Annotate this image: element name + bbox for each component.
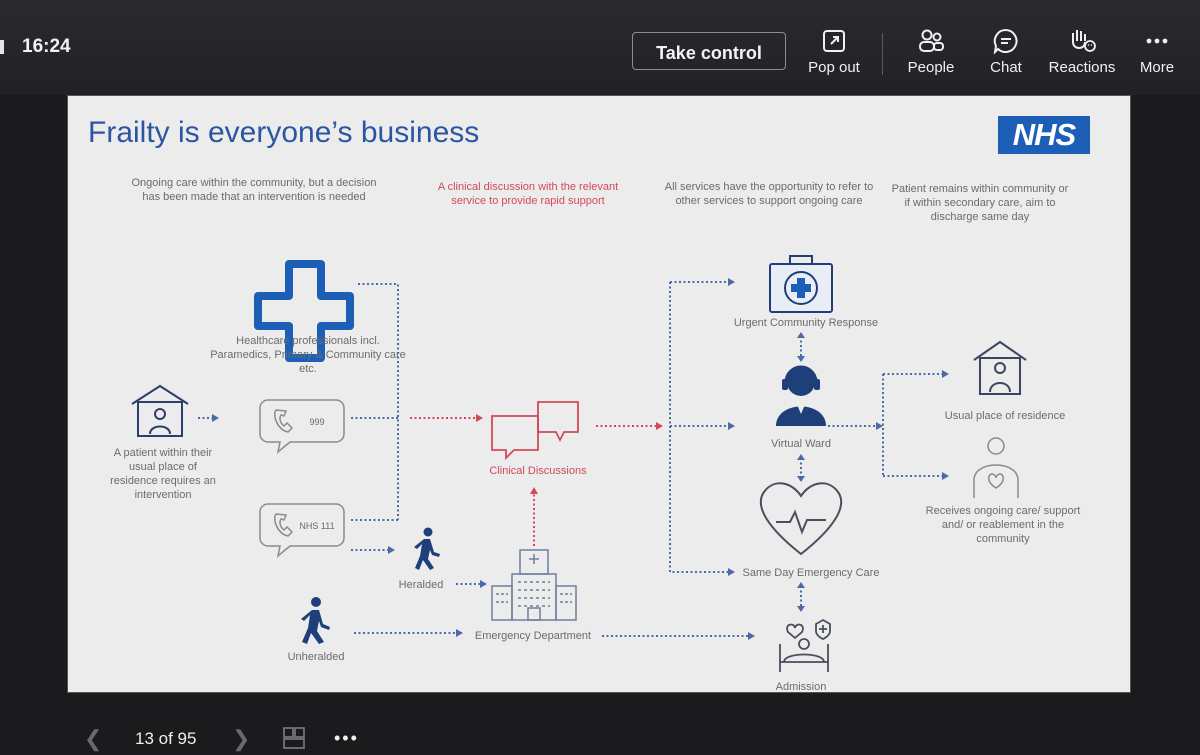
virtual-ward-label: Virtual Ward	[771, 438, 831, 450]
window-edge	[0, 40, 4, 54]
red-connector-lines	[410, 417, 656, 546]
toolbar-divider	[882, 33, 883, 75]
caption-col3: All services have the opportunity to ref…	[664, 181, 874, 207]
residence-icon	[973, 340, 1027, 395]
people-icon	[919, 29, 944, 52]
more-options-button[interactable]: •••	[334, 728, 359, 748]
caption-col2: A clinical discussion with the relevant …	[437, 181, 619, 207]
unheralded-label: Unheralded	[287, 651, 345, 663]
chat-icon	[993, 28, 1018, 54]
ongoing-care-icon	[973, 437, 1019, 498]
take-control-button[interactable]: Take control	[632, 32, 786, 70]
ongoing-care-label: Receives ongoing care/ support and/ or r…	[925, 505, 1081, 545]
hospital-icon	[491, 549, 577, 621]
more-label: More	[1139, 59, 1175, 76]
chat-label: Chat	[990, 59, 1022, 76]
admission-bed-icon	[779, 618, 831, 672]
red-arrow-heads	[476, 414, 663, 494]
nhs-logo: NHS	[998, 116, 1090, 154]
more-button[interactable]: More	[1112, 28, 1200, 76]
walking-person-icon	[414, 527, 440, 570]
caption-col4: Patient remains within community or if w…	[891, 183, 1069, 223]
pop-out-label: Pop out	[808, 59, 860, 76]
pop-out-button[interactable]: Pop out	[789, 28, 879, 76]
grid-view-icon	[283, 727, 305, 749]
reactions-button[interactable]: Reactions	[1037, 28, 1127, 76]
connector-lines	[198, 281, 942, 637]
phone-111-icon	[259, 503, 345, 558]
heart-monitor-icon	[759, 482, 843, 556]
medical-bag-icon	[769, 255, 833, 313]
same-day-emergency-care-label: Same Day Emergency Care	[742, 567, 880, 579]
reactions-icon	[1072, 30, 1096, 52]
next-slide-button[interactable]: ❯	[232, 726, 251, 751]
home-patient-icon	[131, 384, 189, 437]
usual-place-of-residence-label: Usual place of residence	[944, 410, 1066, 422]
clock: 16:24	[22, 36, 71, 57]
more-icon	[1146, 38, 1168, 44]
arrow-heads	[212, 278, 949, 640]
reactions-label: Reactions	[1048, 59, 1116, 76]
care-pathway-diagram	[131, 255, 1027, 672]
emergency-department-label: Emergency Department	[474, 630, 592, 642]
people-label: People	[907, 59, 955, 76]
phone-999-label: 999	[309, 417, 325, 427]
medical-cross-icon	[254, 260, 354, 362]
admission-label: Admission	[775, 681, 827, 692]
pop-out-icon	[823, 30, 845, 52]
chat-button[interactable]: Chat	[961, 28, 1051, 76]
slide-grid-button[interactable]	[282, 726, 306, 755]
phone-111-label: NHS 111	[299, 521, 335, 531]
clinical-discussions-label: Clinical Discussions	[489, 465, 587, 477]
meeting-toolbar	[0, 0, 1200, 95]
clinical-discussion-icon	[491, 401, 579, 461]
walking-person-icon-2	[301, 597, 330, 644]
people-button[interactable]: People	[886, 28, 976, 76]
previous-slide-button[interactable]: ❮	[84, 726, 103, 751]
shared-slide: Frailty is everyone’s business NHS Ongoi…	[68, 96, 1130, 692]
slide-counter: 13 of 95	[135, 729, 197, 748]
heralded-label: Heralded	[398, 579, 444, 591]
urgent-community-response-label: Urgent Community Response	[733, 317, 879, 329]
slide-title: Frailty is everyone’s business	[88, 116, 480, 149]
virtual-ward-agent-icon	[776, 365, 826, 426]
caption-col1: Ongoing care within the community, but a…	[131, 177, 377, 203]
healthcare-professionals-label: Healthcare professionals incl. Paramedic…	[210, 335, 406, 375]
patient-label: A patient within their usual place of re…	[110, 447, 216, 501]
phone-999-icon	[259, 399, 345, 454]
